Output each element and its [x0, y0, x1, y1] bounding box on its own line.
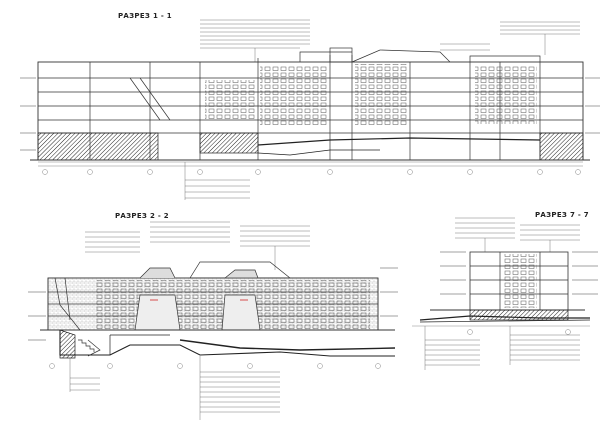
section-7-7-annotations: [455, 217, 580, 252]
section-1-1-annotations: [200, 19, 580, 62]
section-1-1-title: РАЗРЕЗ 1 - 1: [118, 12, 172, 20]
section-1-1-drawing: [20, 19, 600, 200]
section-2-2-annotations: [85, 221, 310, 270]
section-7-7-drawing: [412, 217, 598, 370]
section-2-2-title: РАЗРЕЗ 2 - 2: [115, 212, 169, 220]
section-1-1-gridlines: [38, 161, 583, 175]
section-7-7-title: РАЗРЕЗ 7 - 7: [535, 211, 589, 219]
section-2-2-drawing: [28, 221, 398, 420]
section-2-2-gridlines: [49, 363, 381, 369]
